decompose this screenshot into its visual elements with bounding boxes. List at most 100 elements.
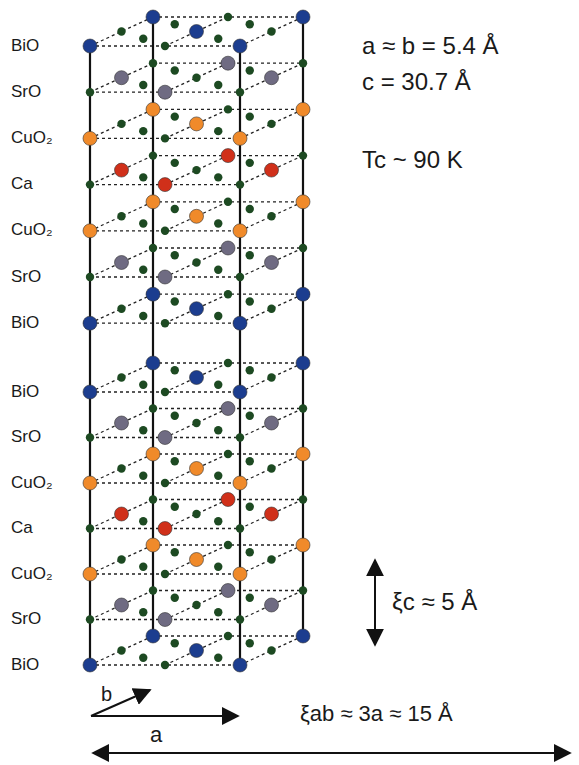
oxygen-atom	[117, 555, 125, 563]
axis-label: a	[150, 723, 162, 747]
oxygen-atom	[171, 66, 179, 74]
oxygen-atom	[86, 615, 94, 623]
metal-atom	[146, 538, 160, 552]
layer-edge	[165, 109, 228, 138]
metal-atom	[158, 178, 172, 192]
layer-edge	[240, 591, 303, 620]
metal-atom	[83, 385, 97, 399]
layer-edge	[165, 17, 228, 46]
oxygen-atom	[224, 450, 232, 458]
oxygen-atom	[192, 166, 200, 174]
metal-atom	[190, 117, 204, 131]
metal-atom	[146, 102, 160, 116]
oxygen-atom	[161, 570, 169, 578]
metal-atom	[115, 71, 129, 85]
metal-atom	[146, 356, 160, 370]
oxygen-atom	[246, 66, 254, 74]
oxygen-atom	[139, 81, 147, 89]
oxygen-atom	[214, 563, 222, 571]
xi-c-arrow	[374, 560, 376, 645]
metal-atom	[190, 302, 204, 316]
layer-edge	[240, 17, 303, 46]
oxygen-atom	[267, 373, 275, 381]
oxygen-atom	[139, 312, 147, 320]
oxygen-atom	[171, 112, 179, 120]
metal-atom	[221, 56, 235, 70]
oxygen-atom	[236, 524, 244, 532]
oxygen-atom	[192, 258, 200, 266]
oxygen-atom	[192, 419, 200, 427]
oxygen-atom	[299, 151, 307, 159]
oxygen-atom	[117, 464, 125, 472]
metal-atom	[296, 287, 310, 301]
oxygen-atom	[224, 632, 232, 640]
metal-atom	[190, 25, 204, 39]
oxygen-atom	[236, 615, 244, 623]
layer-label: BiO	[11, 383, 39, 402]
oxygen-atom	[161, 661, 169, 669]
oxygen-atom	[214, 312, 222, 320]
oxygen-atom	[214, 654, 222, 662]
oxygen-atom	[246, 457, 254, 465]
layer-label: CuO₂	[11, 474, 53, 493]
oxygen-atom	[171, 297, 179, 305]
layer-edge	[240, 109, 303, 138]
oxygen-atom	[192, 510, 200, 518]
metal-atom	[115, 416, 129, 430]
oxygen-atom	[171, 548, 179, 556]
oxygen-atom	[214, 266, 222, 274]
oxygen-atom	[117, 120, 125, 128]
oxygen-atom	[299, 404, 307, 412]
oxygen-atom	[171, 457, 179, 465]
oxygen-atom	[236, 180, 244, 188]
oxygen-atom	[214, 426, 222, 434]
oxygen-atom	[86, 273, 94, 281]
oxygen-atom	[139, 426, 147, 434]
oxygen-atom	[139, 472, 147, 480]
oxygen-atom	[214, 517, 222, 525]
oxygen-atom	[214, 381, 222, 389]
oxygen-atom	[149, 244, 157, 252]
oxygen-atom	[149, 151, 157, 159]
layer-edge	[165, 156, 228, 185]
metal-atom	[233, 316, 247, 330]
layer-edge	[90, 500, 153, 529]
layer-edge	[90, 63, 153, 92]
layer-edge	[90, 409, 153, 438]
oxygen-atom	[171, 594, 179, 602]
metal-atom	[83, 567, 97, 581]
oxygen-atom	[214, 35, 222, 43]
metal-atom	[158, 270, 172, 284]
layer-edge	[240, 454, 303, 483]
oxygen-atom	[161, 134, 169, 142]
oxygen-atom	[171, 366, 179, 374]
metal-atom	[190, 209, 204, 223]
metal-atom	[146, 195, 160, 209]
oxygen-atom	[149, 404, 157, 412]
metal-atom	[115, 507, 129, 521]
metal-atom	[146, 10, 160, 24]
layer-edge	[165, 363, 228, 392]
oxygen-atom	[246, 503, 254, 511]
oxygen-atom	[117, 27, 125, 35]
layer-label: SrO	[11, 83, 41, 102]
a-axis-arrow	[91, 715, 238, 717]
oxygen-atom	[139, 173, 147, 181]
layer-edge	[90, 363, 153, 392]
layer-label: CuO₂	[11, 221, 53, 240]
oxygen-atom	[161, 42, 169, 50]
oxygen-atom	[214, 127, 222, 135]
metal-atom	[296, 10, 310, 24]
oxygen-atom	[246, 639, 254, 647]
oxygen-atom	[224, 105, 232, 113]
oxygen-atom	[246, 20, 254, 28]
metal-atom	[296, 629, 310, 643]
oxygen-atom	[214, 608, 222, 616]
oxygen-atom	[149, 495, 157, 503]
oxygen-atom	[236, 88, 244, 96]
oxygen-atom	[171, 205, 179, 213]
metal-atom	[233, 567, 247, 581]
oxygen-atom	[267, 646, 275, 654]
critical-temperature: Tc ~ 90 K	[362, 147, 463, 173]
metal-atom	[190, 644, 204, 658]
